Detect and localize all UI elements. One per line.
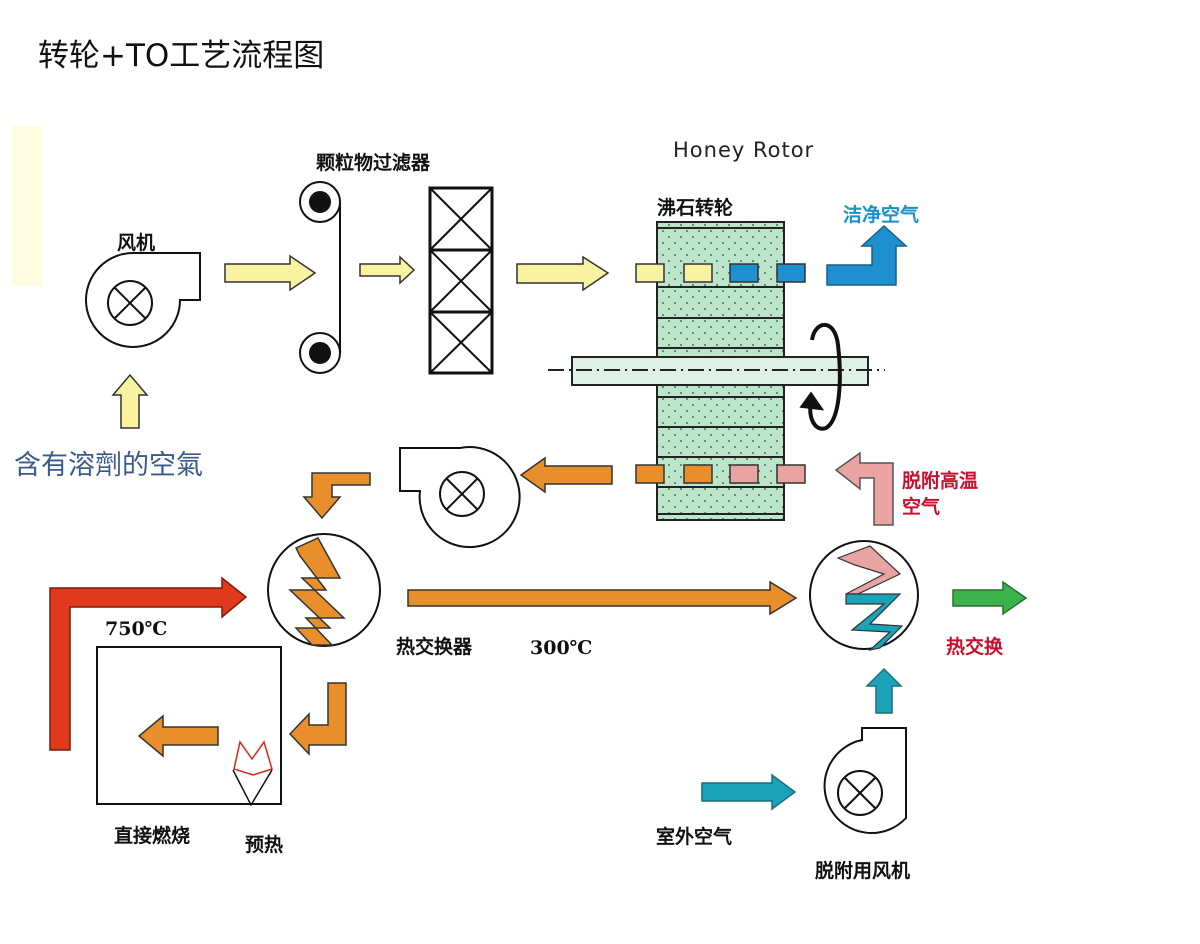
combustion-chamber — [96, 646, 282, 805]
solvent-air-label: 含有溶劑的空氣 — [14, 450, 203, 481]
arrow-fan-to-heat-exchanger — [302, 472, 371, 520]
solvent-air-up-arrow — [111, 373, 149, 429]
desorption-heat-exchanger-icon — [809, 540, 919, 652]
arrow-fan-to-filter — [224, 254, 317, 292]
arrow-inside-combustion — [137, 714, 219, 758]
background-strip — [12, 126, 42, 286]
arrow-to-panel-filter — [359, 255, 416, 285]
clean-air-label: 洁净空气 — [843, 204, 920, 226]
desorption-fan-up-arrow — [865, 667, 903, 714]
desorption-hot-air-label: 脱附高温 空气 — [902, 468, 978, 520]
outdoor-air-label: 室外空气 — [656, 826, 733, 848]
outdoor-air-arrow — [701, 773, 797, 811]
arrow-300c-to-heat-exchange — [407, 580, 798, 616]
preheat-label: 预热 — [245, 834, 284, 856]
direct-combustion-label: 直接燃烧 — [114, 825, 191, 847]
clean-air-arrow — [826, 224, 908, 286]
fan-label: 风机 — [117, 232, 156, 254]
rotor-shaft — [548, 356, 885, 386]
particulate-filter-icon — [428, 186, 494, 375]
zeolite-rotor-label: 沸石转轮 — [657, 197, 734, 219]
particulate-filter-label: 颗粒物过滤器 — [316, 152, 431, 174]
temp-300-label: 300℃ — [530, 637, 593, 659]
combustion-hot-gas-arrow — [49, 576, 248, 751]
desorption-hot-air-label-line2: 空气 — [902, 496, 941, 518]
main-fan-icon — [85, 252, 201, 348]
heat-exchange-label: 热交换 — [946, 636, 1004, 658]
heat-exchanger-label: 热交换器 — [396, 636, 473, 658]
honey-rotor-label: Honey Rotor — [673, 138, 815, 162]
exhaust-fan-icon — [399, 446, 521, 548]
arrow-heat-exchanger-to-combustion — [288, 682, 347, 756]
burner-flame-icon — [232, 740, 273, 807]
desorption-fan-icon — [823, 727, 907, 835]
desorption-air-path — [635, 464, 806, 484]
page-title: 转轮+TO工艺流程图 — [38, 38, 325, 74]
desorption-hot-air-arrow — [834, 451, 894, 526]
desorption-hot-air-label-line1: 脱附高温 — [902, 470, 979, 492]
desorption-fan-label: 脱附用风机 — [815, 860, 911, 882]
exhaust-out-arrow — [952, 580, 1028, 616]
arrow-to-rotor — [516, 255, 610, 292]
roll-filter-icon — [299, 181, 341, 374]
heat-exchanger-icon — [267, 533, 381, 647]
rotation-arrow-icon — [799, 322, 842, 431]
process-air-path — [635, 263, 806, 283]
temp-750-label: 750℃ — [105, 618, 168, 640]
arrow-rotor-to-fan — [519, 456, 613, 494]
